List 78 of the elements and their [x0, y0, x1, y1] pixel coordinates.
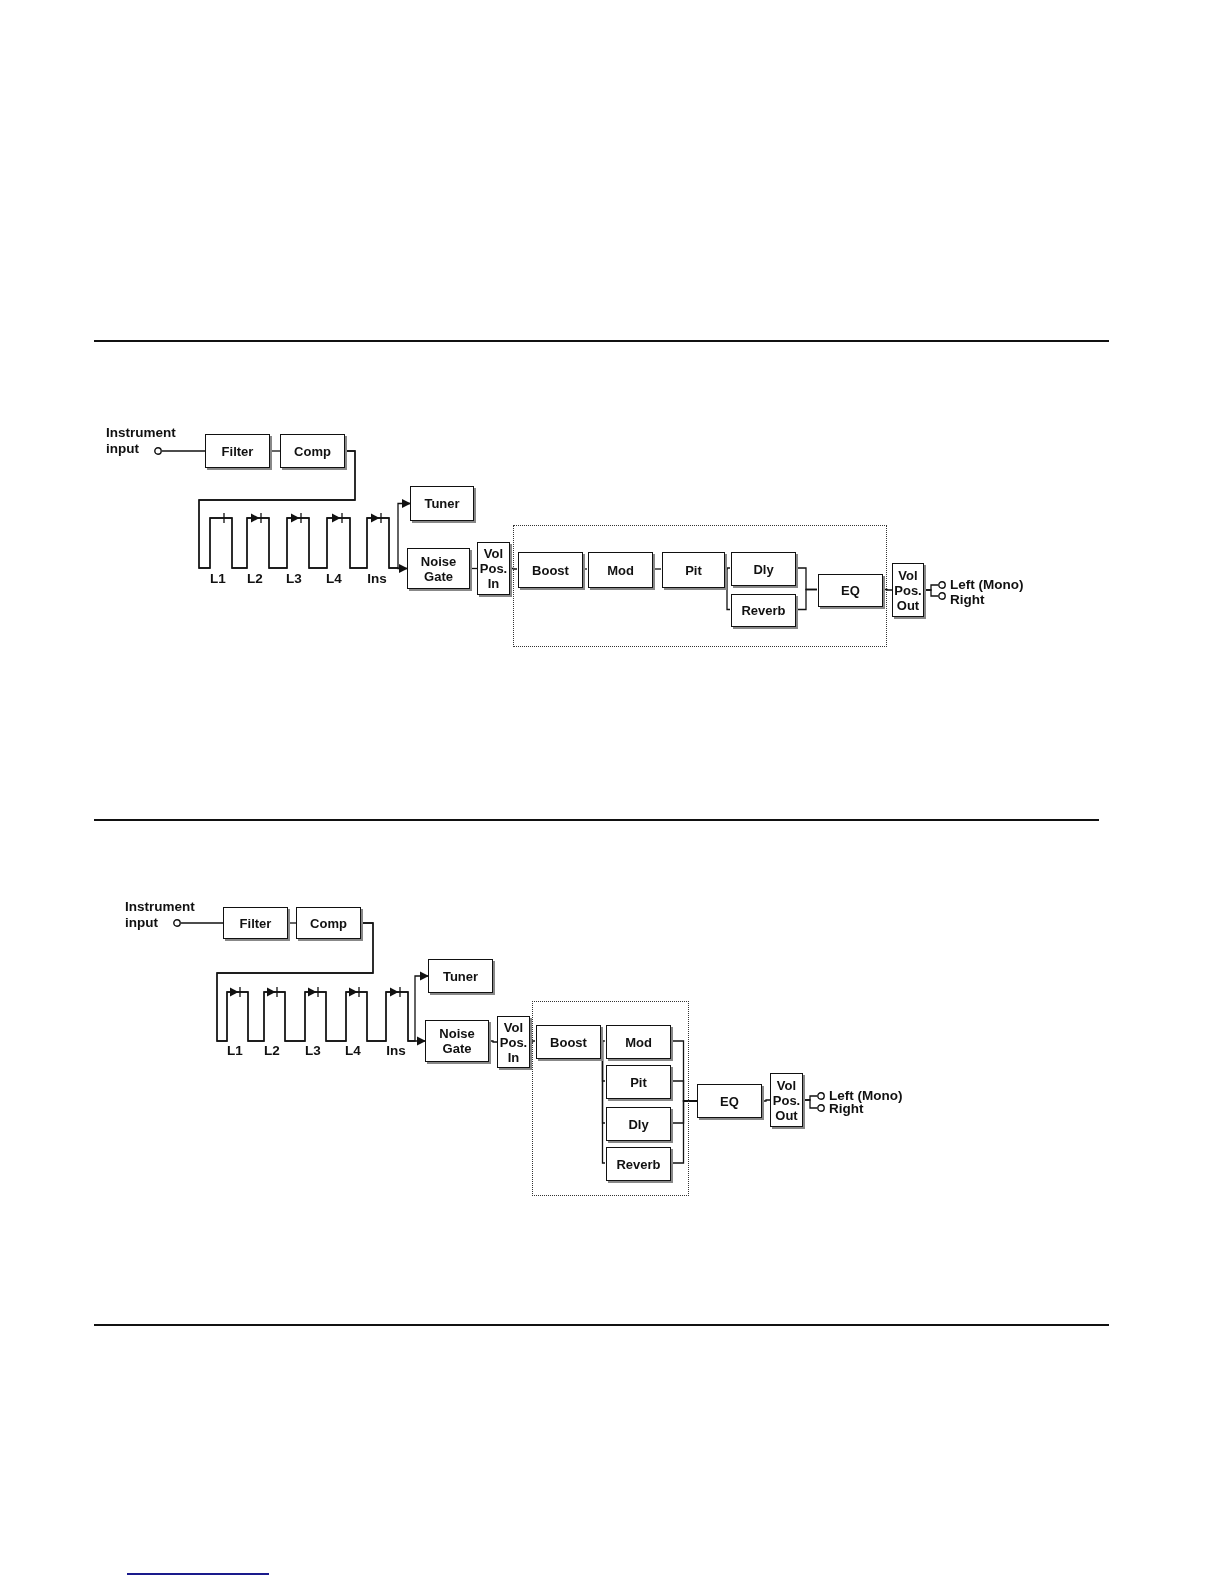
signal-line — [269, 450, 281, 452]
process-box — [606, 1065, 671, 1099]
loop-label: L1 — [227, 1043, 243, 1059]
box-label: Pit — [630, 1074, 647, 1090]
jack-label: Right — [950, 592, 985, 608]
box-label: Vol Pos. Out — [771, 1077, 802, 1123]
loop-label: Ins — [386, 1043, 406, 1059]
loop-label: L1 — [210, 571, 226, 587]
signal-line — [161, 450, 206, 452]
loop-label: L2 — [247, 571, 263, 587]
group-frame — [532, 1001, 689, 1196]
loop-label: L2 — [264, 1043, 280, 1059]
box-label: Reverb — [741, 603, 786, 618]
box-label: Noise Gate — [438, 1026, 476, 1056]
process-box — [410, 486, 474, 521]
box-label: Dly — [628, 1116, 649, 1132]
box-label: Comp — [294, 443, 331, 459]
process-box — [588, 552, 653, 588]
box-label: Filter — [221, 443, 254, 459]
loop-label: L3 — [286, 571, 302, 587]
jack-icon — [817, 1092, 825, 1100]
box-label: Comp — [310, 915, 347, 931]
process-box — [606, 1147, 671, 1181]
process-box — [280, 434, 345, 468]
jack-label: Instrument input — [125, 899, 196, 931]
box-label: EQ — [720, 1093, 739, 1109]
jack-label: Right — [829, 1101, 864, 1117]
signal-line — [923, 589, 939, 597]
process-box — [428, 959, 493, 993]
box-label: Tuner — [424, 496, 460, 511]
process-box — [425, 1020, 489, 1062]
box-label: Mod — [625, 1034, 652, 1050]
jack-icon — [938, 592, 946, 600]
process-box — [518, 552, 583, 588]
box-label: Pit — [685, 562, 702, 578]
jack-label: Left (Mono) — [950, 577, 1024, 593]
box-label: EQ — [841, 583, 860, 598]
process-box — [205, 434, 270, 468]
process-box — [697, 1084, 762, 1118]
jack-icon — [154, 447, 162, 455]
box-label: Reverb — [616, 1156, 661, 1172]
process-box — [296, 907, 361, 939]
box-label: Vol Pos. Out — [893, 567, 923, 613]
signal-line — [761, 1099, 771, 1102]
loop-label: Ins — [367, 571, 387, 587]
signal-line — [180, 922, 224, 924]
jack-icon — [173, 919, 181, 927]
process-box — [731, 552, 796, 586]
box-label: Vol Pos. In — [498, 1019, 529, 1065]
process-box — [223, 907, 288, 939]
process-box — [606, 1107, 671, 1141]
box-label: Dly — [753, 561, 774, 577]
box-label: Filter — [239, 915, 272, 931]
process-box — [536, 1025, 601, 1059]
group-frame — [513, 525, 887, 647]
box-label: Tuner — [442, 968, 479, 984]
process-box — [731, 594, 796, 627]
signal-line — [287, 922, 297, 924]
loop-label: L4 — [326, 571, 342, 587]
signal-line — [723, 568, 731, 611]
loop-label: L4 — [345, 1043, 361, 1059]
signal-line — [529, 1040, 536, 1043]
loop-label: L3 — [305, 1043, 321, 1059]
process-box — [606, 1025, 671, 1059]
jack-label: Left (Mono) — [829, 1088, 903, 1103]
signal-line — [488, 1040, 498, 1043]
jack-icon — [817, 1104, 825, 1112]
signal-line — [802, 1099, 818, 1109]
box-label: Noise Gate — [419, 553, 458, 584]
box-label: Vol Pos. In — [478, 546, 509, 591]
jack-icon — [938, 581, 946, 589]
box-label: Boost — [550, 1034, 587, 1050]
box-label: Boost — [532, 562, 569, 578]
process-box — [662, 552, 725, 588]
process-box — [818, 574, 883, 607]
box-label: Mod — [607, 562, 634, 578]
jack-label: Instrument input — [106, 425, 177, 457]
process-box — [407, 548, 470, 589]
